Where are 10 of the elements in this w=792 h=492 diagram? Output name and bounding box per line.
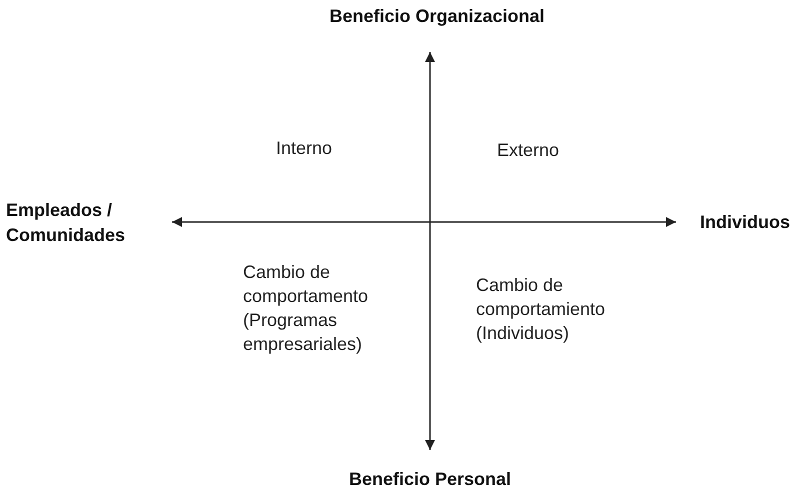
quadrant-label: Cambio de comportamento (Programas empresariales) bbox=[243, 261, 370, 356]
axis-label: Empleados / Comunidades bbox=[6, 198, 172, 248]
axis-label: Beneficio Personal bbox=[310, 450, 550, 492]
axis-arrow bbox=[425, 52, 435, 450]
axis-label: Beneficio Organizacional bbox=[290, 4, 584, 52]
axis-arrow bbox=[172, 217, 676, 227]
quadrant-label: Cambio de comportamiento (Individuos) bbox=[476, 274, 606, 345]
axis-label: Individuos bbox=[676, 208, 790, 236]
quadrant-label: Externo bbox=[497, 139, 560, 162]
quadrant-label: Interno bbox=[276, 137, 332, 160]
